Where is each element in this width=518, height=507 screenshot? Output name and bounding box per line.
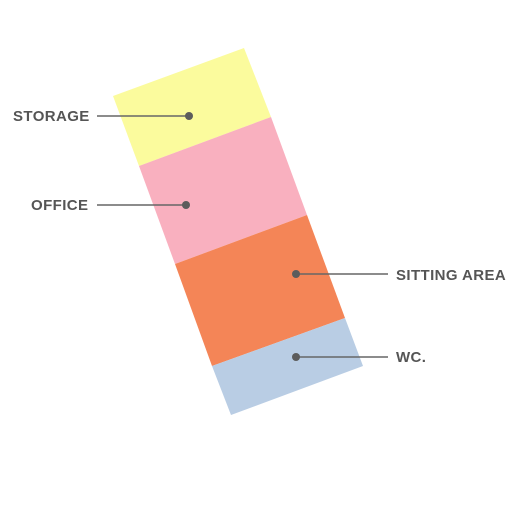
office-marker: [182, 201, 190, 209]
zone-storage: [113, 48, 271, 166]
office-label: OFFICE: [31, 197, 88, 214]
zone-sitting-area: [175, 215, 345, 366]
wc-label: WC.: [396, 349, 426, 366]
sitting-area-label: SITTING AREA: [396, 267, 506, 284]
zone-office: [139, 117, 307, 264]
sitting-area-marker: [292, 270, 300, 278]
wc-marker: [292, 353, 300, 361]
zone-wc: [212, 318, 363, 415]
storage-label: STORAGE: [13, 108, 90, 125]
storage-marker: [185, 112, 193, 120]
